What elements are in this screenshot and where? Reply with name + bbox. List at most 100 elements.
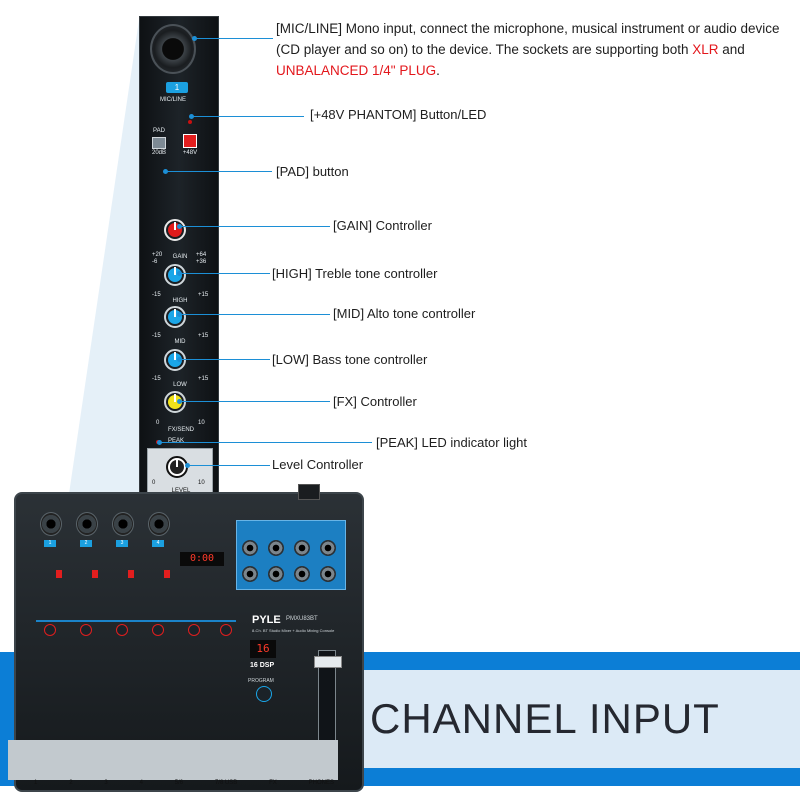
dsp-display: 16: [250, 640, 276, 658]
peak-label: PEAK: [168, 438, 185, 444]
leader-low: [180, 359, 270, 360]
mixer-bottom-label: PHONES: [308, 780, 334, 786]
leader-dot: [177, 399, 182, 404]
phantom-button[interactable]: [183, 134, 197, 148]
level-label: LEVEL: [171, 488, 191, 494]
pad-label: PAD: [153, 128, 165, 134]
mixer-phantom-button[interactable]: [56, 570, 62, 578]
mixer-bottom-label: 5/6: [174, 780, 184, 786]
gain-min-sub: -6: [152, 259, 158, 265]
io-jack: [268, 540, 284, 556]
io-jack: [268, 566, 284, 582]
leader-fx: [180, 401, 330, 402]
gain-min: +20: [152, 252, 163, 258]
leader-dot: [189, 114, 194, 119]
leader-micline: [195, 38, 273, 39]
io-jack: [294, 540, 310, 556]
leader-dot: [192, 36, 197, 41]
mixer-gain-knob[interactable]: [220, 624, 232, 636]
mid-min: -15: [152, 333, 161, 339]
callout-high: [HIGH] Treble tone controller: [272, 266, 438, 281]
mixer-phantom-button[interactable]: [128, 570, 134, 578]
fx-knob[interactable]: [164, 391, 186, 413]
mixer-bottom-label: 1: [34, 780, 38, 786]
pad-button[interactable]: [152, 137, 166, 149]
mixer-bottom-label: 4: [139, 780, 143, 786]
mixer-bottom-label: FX: [269, 780, 277, 786]
mixer-gain-knob[interactable]: [116, 624, 128, 636]
callout-plug: UNBALANCED 1/4" PLUG: [276, 63, 437, 78]
mixer-bottom-label: 7/8 USB: [214, 780, 238, 786]
io-jack: [320, 566, 336, 582]
mixer-input-1: [40, 512, 62, 536]
leader-high: [180, 273, 270, 274]
high-max: +15: [198, 292, 209, 298]
fx-min: 0: [156, 420, 160, 426]
gain-label: GAIN: [172, 254, 188, 260]
leader-peak: [160, 442, 372, 443]
program-knob[interactable]: [256, 686, 272, 702]
mixer-gain-knob[interactable]: [80, 624, 92, 636]
master-fader-cap[interactable]: [314, 656, 342, 668]
mixer-phantom-button[interactable]: [164, 570, 170, 578]
low-max: +15: [198, 376, 209, 382]
brand-logo: PYLE: [252, 614, 281, 626]
io-jack: [294, 566, 310, 582]
band-title: CHANNEL INPUT: [370, 695, 720, 742]
band-title-panel: [338, 670, 800, 768]
usb-player-display: 0:00: [180, 552, 224, 566]
callout-end: .: [436, 63, 440, 78]
callout-fx: [FX] Controller: [333, 394, 417, 409]
gain-knob[interactable]: [164, 219, 186, 241]
mid-label: MID: [174, 339, 186, 345]
leader-phantom: [192, 116, 304, 117]
mixer-gain-knob[interactable]: [44, 624, 56, 636]
leader-pad: [166, 171, 272, 172]
callout-and: and: [718, 42, 745, 57]
high-label: HIGH: [172, 298, 188, 304]
callout-low: [LOW] Bass tone controller: [272, 352, 428, 367]
strip-divider: [36, 620, 236, 622]
dsp-label: 16 DSP: [250, 662, 275, 669]
level-min: 0: [152, 480, 156, 486]
mixer-gain-knob[interactable]: [152, 624, 164, 636]
leader-gain: [180, 226, 330, 227]
mid-max: +15: [198, 333, 209, 339]
callout-micline-text: [MIC/LINE] Mono input, connect the micro…: [276, 21, 780, 57]
mixer-input-4: [148, 512, 170, 536]
leader-dot: [163, 169, 168, 174]
low-knob[interactable]: [164, 349, 186, 371]
io-jack: [242, 566, 258, 582]
fx-label: FX/SEND: [167, 427, 194, 433]
high-knob[interactable]: [164, 264, 186, 286]
mixer-gain-knob[interactable]: [188, 624, 200, 636]
mic-line-label: MIC/LINE: [159, 97, 186, 103]
mid-knob[interactable]: [164, 306, 186, 328]
power-jack: [298, 484, 320, 500]
leader-dot: [177, 312, 182, 317]
program-label: PROGRAM: [248, 678, 274, 684]
mixer-channel-badge: 3: [116, 540, 128, 547]
level-max: 10: [198, 480, 205, 486]
callout-level: Level Controller: [272, 457, 364, 472]
mixer-channel-badge: 2: [80, 540, 92, 547]
phantom-led: [188, 120, 192, 124]
callout-mid: [MID] Alto tone controller: [333, 306, 476, 321]
leader-level: [188, 465, 270, 466]
mixer-channel-badge: 1: [44, 540, 56, 547]
mixer-channel-badge: 4: [152, 540, 164, 547]
low-min: -15: [152, 376, 161, 382]
mixer-phantom-button[interactable]: [92, 570, 98, 578]
leader-dot: [177, 271, 182, 276]
gain-max: +64: [196, 252, 207, 258]
channel-badge: 1: [166, 82, 188, 93]
leader-mid: [180, 314, 330, 315]
high-min: -15: [152, 292, 161, 298]
leader-dot: [177, 357, 182, 362]
low-label: LOW: [173, 382, 187, 388]
pad-db-label: 20dB: [151, 150, 166, 156]
tagline: 8-Ch. BT Studio Mixer + Audio Mixing Con…: [252, 628, 335, 633]
leader-dot: [177, 224, 182, 229]
callout-peak: [PEAK] LED indicator light: [376, 435, 528, 450]
